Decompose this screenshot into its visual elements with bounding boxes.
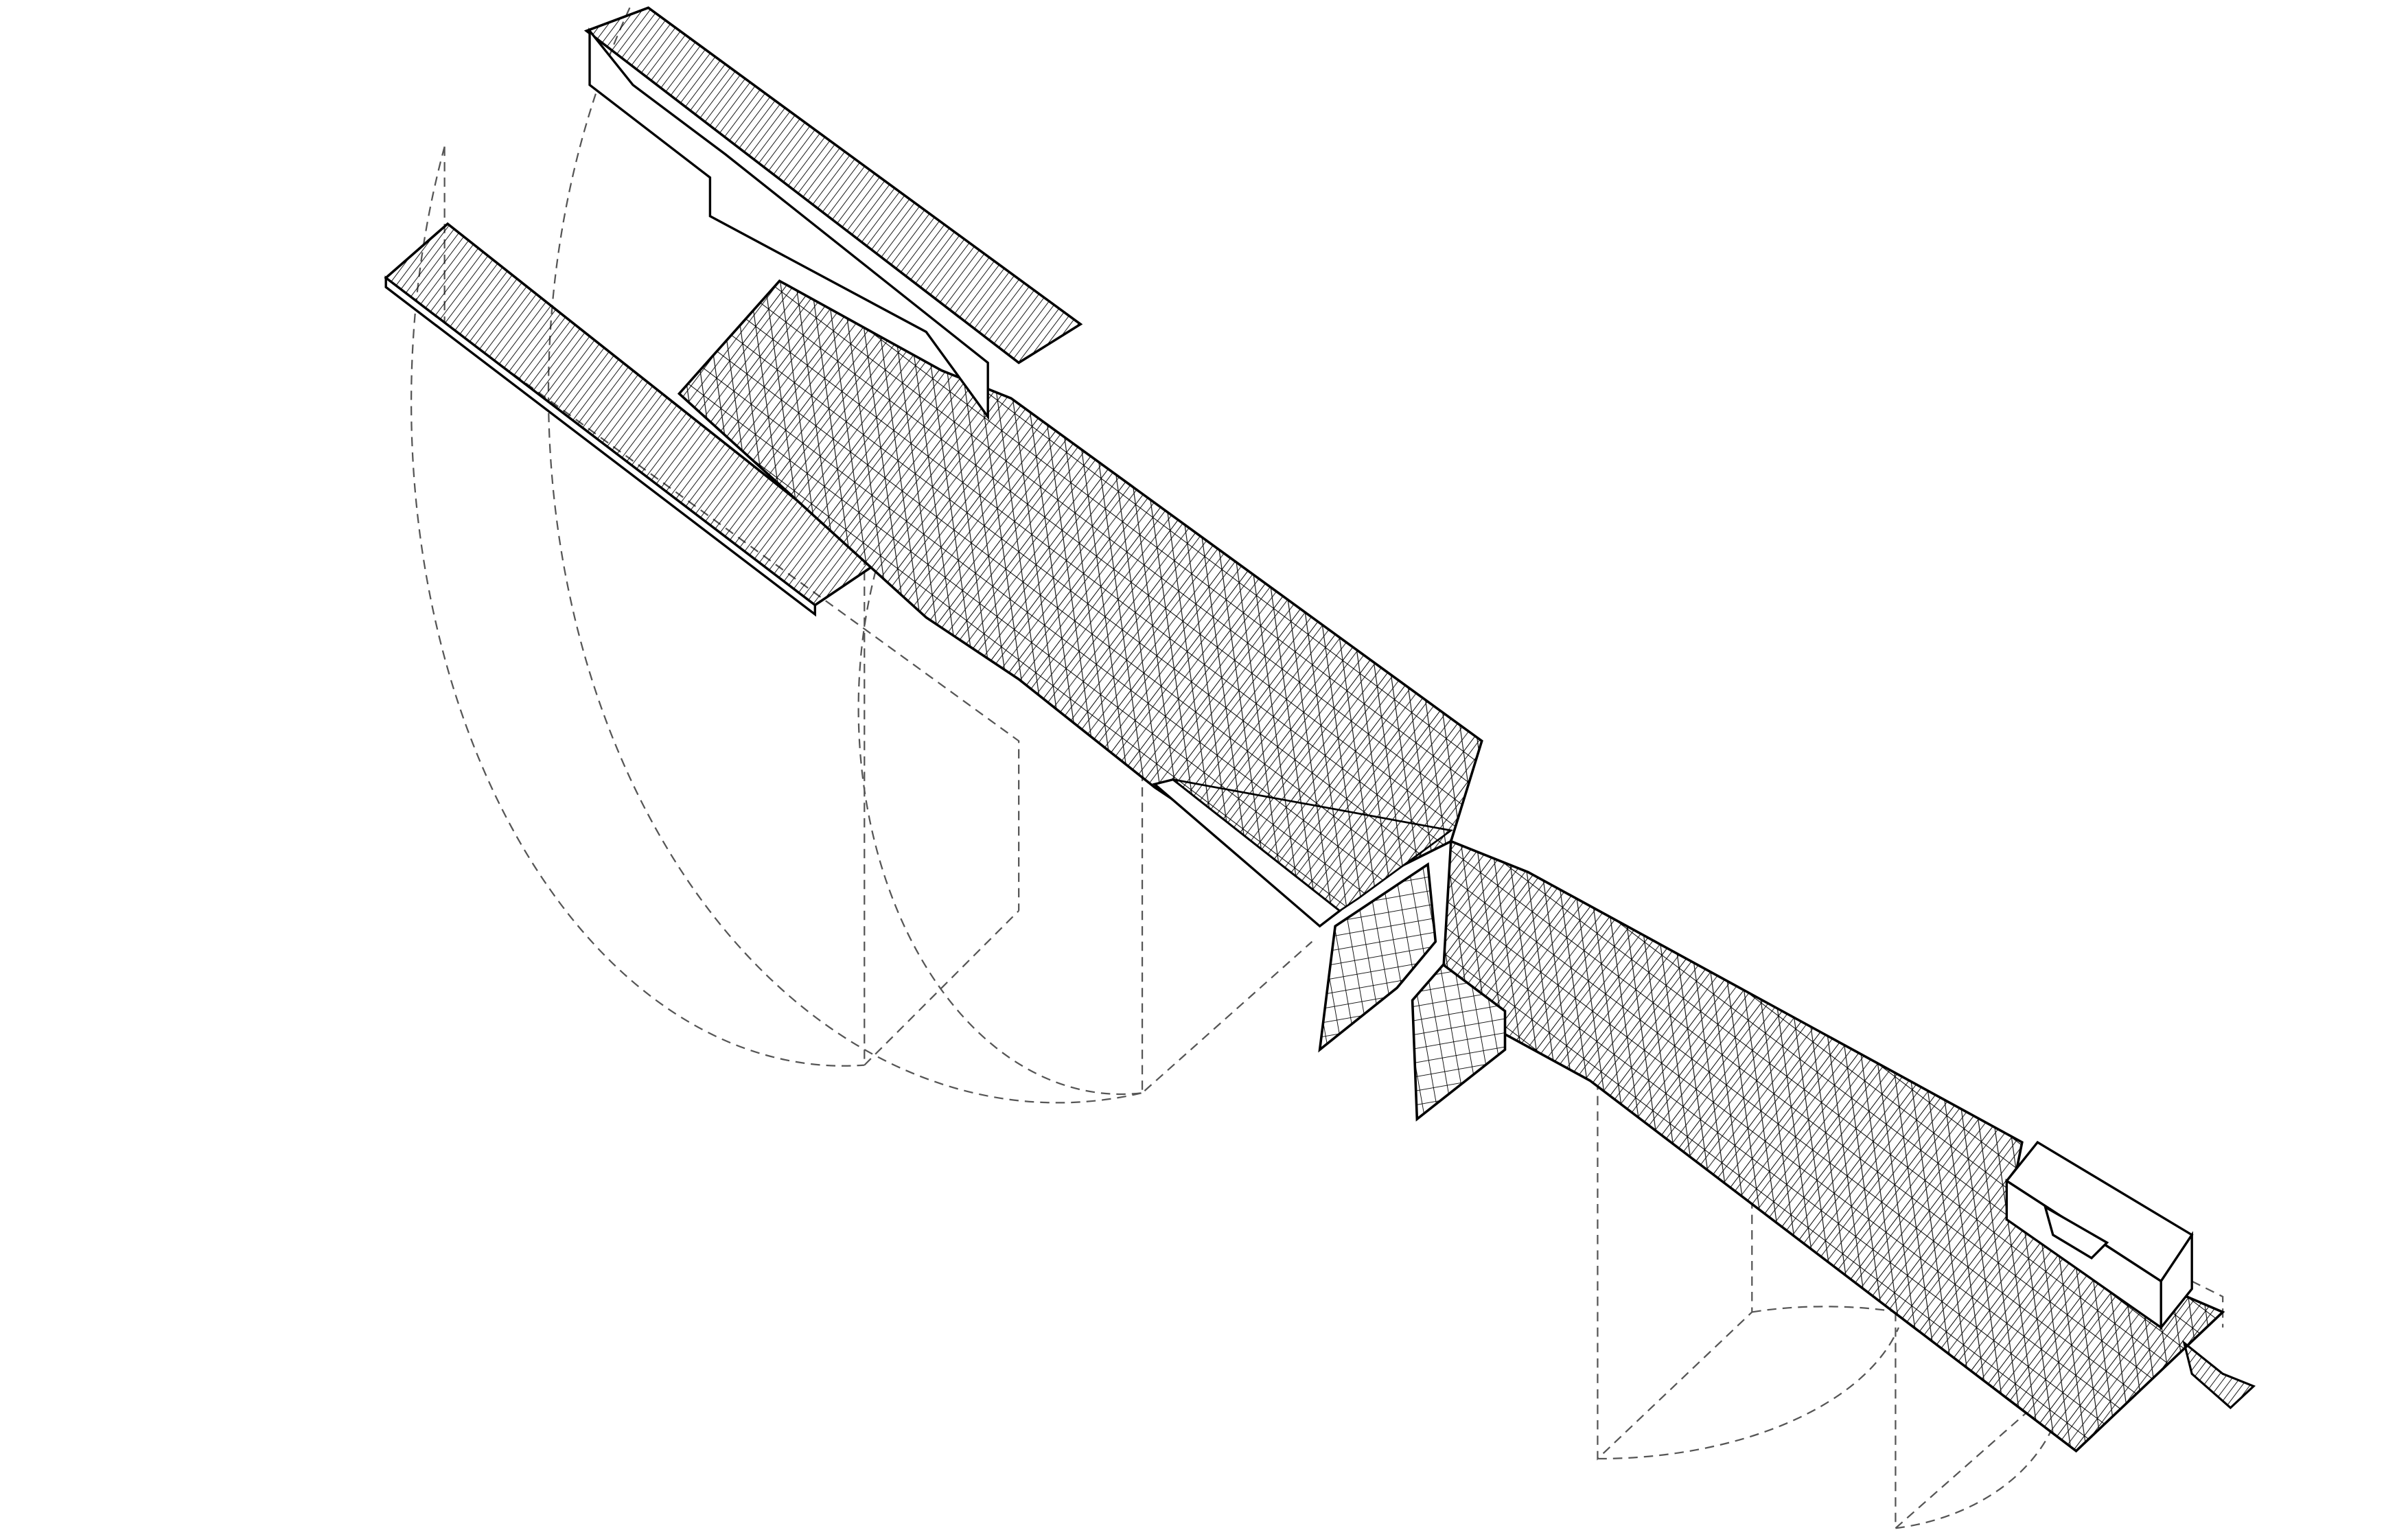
void-box — [1152, 778, 1454, 928]
small-pavilion — [2004, 1140, 2256, 1409]
top-roof-slab — [583, 6, 1083, 421]
hanging-panels — [1318, 862, 1507, 1122]
dashed-rotation-arcs — [410, 7, 2224, 1530]
deck-mesh — [677, 279, 2225, 1453]
